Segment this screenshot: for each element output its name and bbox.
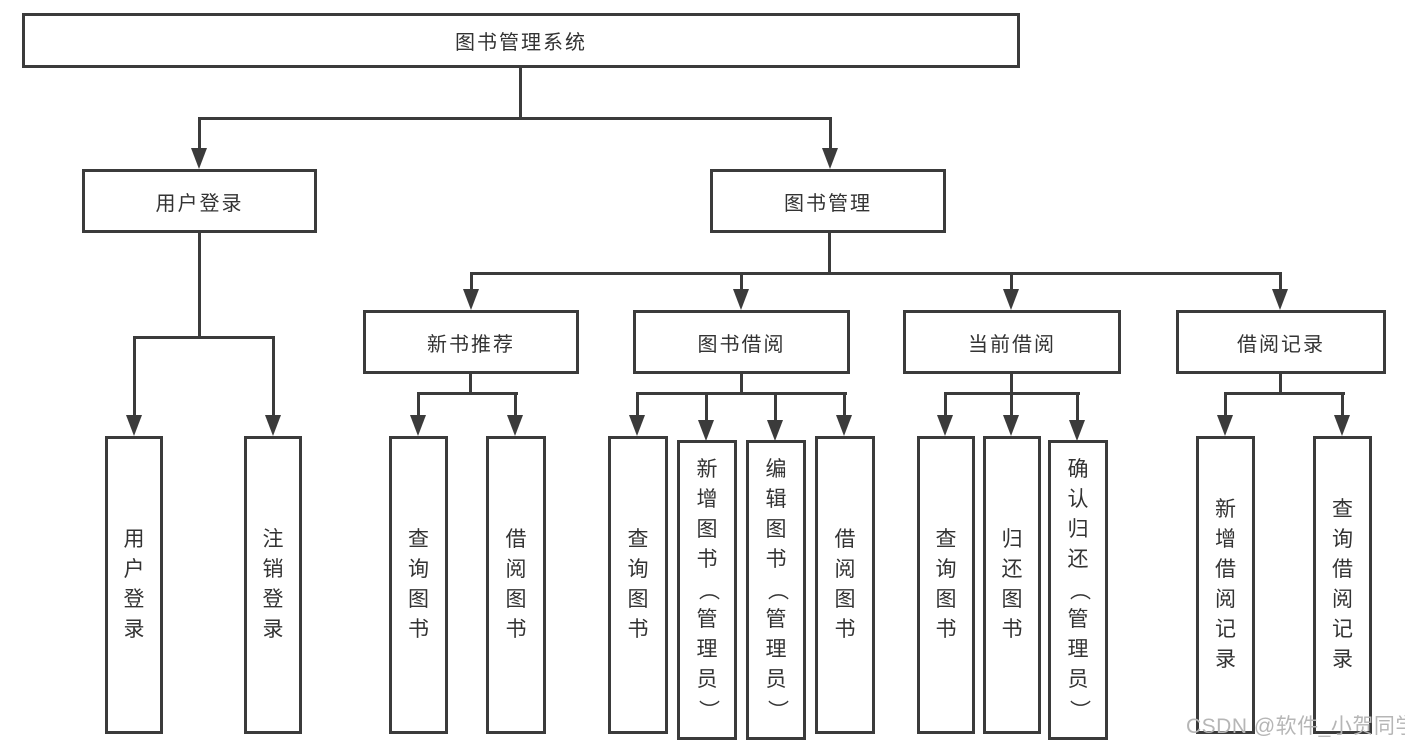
leaf-borrow-borrow-books: 借阅图书	[815, 436, 875, 734]
connector	[1341, 392, 1344, 416]
arrow-down-icon	[507, 415, 523, 436]
connector	[740, 374, 743, 392]
node-label: 用户登录	[155, 192, 244, 215]
leaf-logout: 注销登录	[244, 436, 302, 734]
leaf-newbooks-borrow-books: 借阅图书	[486, 436, 546, 734]
leaf-current-return-books: 归还图书	[983, 436, 1041, 734]
connector	[417, 392, 518, 395]
connector	[843, 392, 846, 416]
node-label: 用户登录	[123, 528, 145, 641]
node-borrow-records: 借阅记录	[1176, 310, 1386, 374]
arrow-down-icon	[191, 148, 207, 169]
node-label: 图书管理系统	[455, 32, 587, 54]
connector	[774, 392, 777, 420]
node-label: 借阅图书	[834, 528, 856, 641]
arrow-down-icon	[410, 415, 426, 436]
node-label: 图书借阅	[697, 333, 786, 356]
connector	[198, 233, 201, 336]
connector	[828, 233, 831, 272]
arrow-down-icon	[1003, 289, 1019, 310]
connector	[198, 117, 201, 150]
connector	[1076, 392, 1079, 420]
node-label: 确认归还（管理员）	[1067, 458, 1090, 721]
arrow-down-icon	[937, 415, 953, 436]
connector	[637, 392, 847, 395]
connector	[829, 117, 832, 150]
leaf-records-add-record: 新增借阅记录	[1196, 436, 1255, 734]
connector	[1279, 272, 1282, 290]
node-label: 图书管理	[784, 192, 872, 215]
node-current-borrow: 当前借阅	[903, 310, 1121, 374]
connector	[198, 117, 832, 120]
node-label: 编辑图书（管理员）	[765, 458, 788, 721]
arrow-down-icon	[836, 415, 852, 436]
connector	[1010, 272, 1013, 290]
leaf-newbooks-query-books: 查询图书	[389, 436, 448, 734]
arrow-down-icon	[126, 415, 142, 436]
arrow-down-icon	[767, 420, 783, 441]
node-library-system: 图书管理系统	[22, 13, 1020, 68]
connector	[1010, 374, 1013, 392]
node-label: 注销登录	[262, 528, 284, 641]
connector	[470, 272, 1282, 275]
leaf-borrow-edit-books-admin: 编辑图书（管理员）	[746, 440, 806, 740]
leaf-borrow-add-books-admin: 新增图书（管理员）	[677, 440, 737, 740]
node-book-borrow: 图书借阅	[633, 310, 850, 374]
arrow-down-icon	[1334, 415, 1350, 436]
leaf-borrow-query-books: 查询图书	[608, 436, 668, 734]
connector	[636, 392, 639, 416]
connector	[1279, 374, 1282, 392]
connector	[705, 392, 708, 420]
connector	[272, 336, 275, 416]
leaf-user-login: 用户登录	[105, 436, 163, 734]
csdn-watermark: CSDN @软件_小贺同学	[1186, 715, 1405, 738]
leaf-current-confirm-return-admin: 确认归还（管理员）	[1048, 440, 1108, 740]
node-label: 新增图书（管理员）	[696, 458, 719, 721]
connector	[519, 68, 522, 117]
node-new-book-recommend: 新书推荐	[363, 310, 579, 374]
node-user-login: 用户登录	[82, 169, 317, 233]
arrow-down-icon	[265, 415, 281, 436]
arrow-down-icon	[1069, 420, 1085, 441]
node-label: 查询图书	[408, 528, 429, 641]
connector	[944, 392, 947, 416]
arrow-down-icon	[629, 415, 645, 436]
connector	[133, 336, 136, 416]
arrow-down-icon	[822, 148, 838, 169]
node-label: 新书推荐	[427, 333, 515, 356]
connector	[1225, 392, 1345, 395]
node-label: 查询图书	[627, 528, 649, 641]
arrow-down-icon	[1003, 415, 1019, 436]
connector	[514, 392, 517, 416]
arrow-down-icon	[733, 289, 749, 310]
node-label: 借阅图书	[505, 528, 527, 641]
connector	[470, 272, 473, 290]
leaf-current-query-books: 查询图书	[917, 436, 975, 734]
node-label: 借阅记录	[1237, 333, 1325, 356]
connector	[469, 374, 472, 392]
connector	[740, 272, 743, 290]
connector	[1224, 392, 1227, 416]
node-label: 归还图书	[1001, 528, 1023, 641]
arrow-down-icon	[698, 420, 714, 441]
arrow-down-icon	[463, 289, 479, 310]
connector	[133, 336, 275, 339]
node-label: 查询图书	[935, 528, 957, 641]
connector	[417, 392, 420, 416]
node-label: 查询借阅记录	[1332, 498, 1353, 671]
node-book-management: 图书管理	[710, 169, 946, 233]
connector	[1010, 392, 1013, 416]
arrow-down-icon	[1217, 415, 1233, 436]
node-label: 当前借阅	[968, 333, 1056, 356]
node-label: 新增借阅记录	[1215, 498, 1236, 671]
leaf-records-query-record: 查询借阅记录	[1313, 436, 1372, 734]
arrow-down-icon	[1272, 289, 1288, 310]
